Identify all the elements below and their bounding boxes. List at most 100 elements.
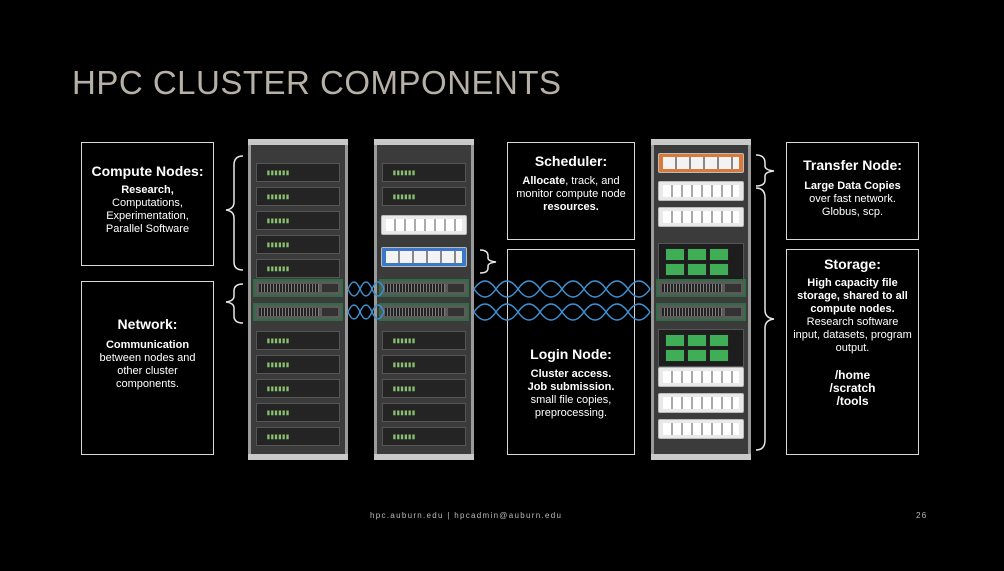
compute-nodes-desc: Computations, Experimentation, Parallel … [105,197,190,235]
network-switch [253,279,343,297]
disk-tray [687,334,707,347]
compute-node-server: ▮▮▮▮▮▮ [382,355,466,374]
network-box: Network: Communication between nodes and… [81,281,214,455]
storage-path-home: /home [834,368,871,382]
led-strip: ▮▮▮▮▮▮ [392,192,416,201]
transfer-node-desc: over fast network. Globus, scp. [809,193,896,218]
switch-uplink [448,308,464,316]
storage-bold: High capacity file storage, shared to al… [797,277,908,315]
compute-node-server: ▮▮▮▮▮▮ [256,259,340,278]
disk-tray [687,248,707,261]
network-switch [379,303,469,321]
compute-node-server: ▮▮▮▮▮▮ [382,427,466,446]
transfer-node-heading: Transfer Node: [803,157,902,173]
switch-uplink [448,284,464,292]
storage-path-scratch: /scratch [829,381,876,395]
led-strip: ▮▮▮▮▮▮ [392,384,416,393]
drive-bays [663,185,739,197]
disk-tray [665,263,685,276]
disk-tray [687,349,707,362]
footer-contact: hpc.auburn.edu | hpcadmin@auburn.edu [370,511,563,520]
disk-tray [709,248,729,261]
led-strip: ▮▮▮▮▮▮ [266,240,290,249]
network-switch [379,279,469,297]
led-strip: ▮▮▮▮▮▮ [392,432,416,441]
rack-bottom-cap [651,454,751,460]
brace-compute [225,155,244,271]
disk-tray [709,334,729,347]
rack-bottom-cap [248,454,348,460]
transfer-node-bold: Large Data Copies [804,180,901,192]
login-node-bold-2: Job submission. [527,381,615,393]
compute-node-server: ▮▮▮▮▮▮ [382,379,466,398]
scheduler-heading: Scheduler: [534,153,608,169]
led-strip: ▮▮▮▮▮▮ [266,168,290,177]
network-desc: between nodes and other cluster componen… [99,352,196,390]
network-switch [253,303,343,321]
login-node-bold-1: Cluster access. [530,368,612,380]
disk-tray [665,334,685,347]
switch-ports [662,308,722,316]
compute-node-server: ▮▮▮▮▮▮ [256,211,340,230]
disk-tray [709,263,729,276]
switch-ports [662,284,722,292]
network-switch [656,303,746,321]
led-strip: ▮▮▮▮▮▮ [266,360,290,369]
storage-paths: /home /scratch /tools [792,369,913,408]
led-strip: ▮▮▮▮▮▮ [392,408,416,417]
rack-top-cap [248,139,348,145]
drive-bays [386,219,462,231]
led-strip: ▮▮▮▮▮▮ [266,408,290,417]
rack-top-cap [374,139,474,145]
led-strip: ▮▮▮▮▮▮ [266,384,290,393]
login-node-server [381,247,467,267]
led-strip: ▮▮▮▮▮▮ [266,216,290,225]
led-strip: ▮▮▮▮▮▮ [392,336,416,345]
compute-nodes-text: Research, Computations, Experimentation,… [82,184,213,236]
storage-heading: Storage: [824,256,881,272]
page-number: 26 [916,511,928,520]
drive-bays [663,157,739,169]
compute-node-server: ▮▮▮▮▮▮ [256,235,340,254]
compute-node-server: ▮▮▮▮▮▮ [256,379,340,398]
compute-node-server: ▮▮▮▮▮▮ [382,187,466,206]
login-node-text: Cluster access. Job submission. small fi… [508,368,634,420]
drive-bays [663,423,739,435]
brace-storage [755,187,775,451]
scheduler-box: Scheduler: Allocate, track, and monitor … [507,142,635,240]
login-node-desc: small file copies, preprocessing. [530,394,612,419]
login-node-heading: Login Node: [530,346,612,362]
switch-uplink [322,284,338,292]
compute-rack-1: ▮▮▮▮▮▮ ▮▮▮▮▮▮ ▮▮▮▮▮▮ ▮▮▮▮▮▮ ▮▮▮▮▮▮ ▮▮▮▮▮▮ ▮▮▮▮… [248,139,348,460]
drive-bays [663,211,739,223]
compute-nodes-heading: Compute Nodes: [91,163,204,179]
storage-server [658,367,744,387]
switch-ports [385,308,445,316]
storage-rack [651,139,751,460]
storage-server [658,419,744,439]
brace-scheduler [479,249,497,274]
transfer-node-server [658,153,744,173]
storage-box: Storage: High capacity file storage, sha… [786,249,919,455]
storage-server [658,181,744,201]
led-strip: ▮▮▮▮▮▮ [266,192,290,201]
network-text: Communication between nodes and other cl… [82,339,213,391]
led-strip: ▮▮▮▮▮▮ [266,264,290,273]
login-node-box: Login Node: Cluster access. Job submissi… [507,249,635,455]
network-cable-waves [347,280,651,321]
storage-path-tools: /tools [836,394,869,408]
switch-ports [259,284,319,292]
switch-ports [259,308,319,316]
compute-nodes-box: Compute Nodes: Research, Computations, E… [81,142,214,266]
transfer-node-box: Transfer Node: Large Data Copies over fa… [786,142,919,240]
compute-rack-2: ▮▮▮▮▮▮ ▮▮▮▮▮▮ ▮▮▮▮▮▮ ▮▮▮▮▮▮ ▮▮▮▮▮▮ ▮▮▮▮▮▮ ▮▮▮▮… [374,139,474,460]
led-strip: ▮▮▮▮▮▮ [266,336,290,345]
scheduler-bold-1: Allocate [522,175,566,187]
disk-array [658,329,744,367]
drive-bays [663,371,739,383]
led-strip: ▮▮▮▮▮▮ [392,168,416,177]
compute-node-server: ▮▮▮▮▮▮ [256,403,340,422]
storage-server [658,207,744,227]
